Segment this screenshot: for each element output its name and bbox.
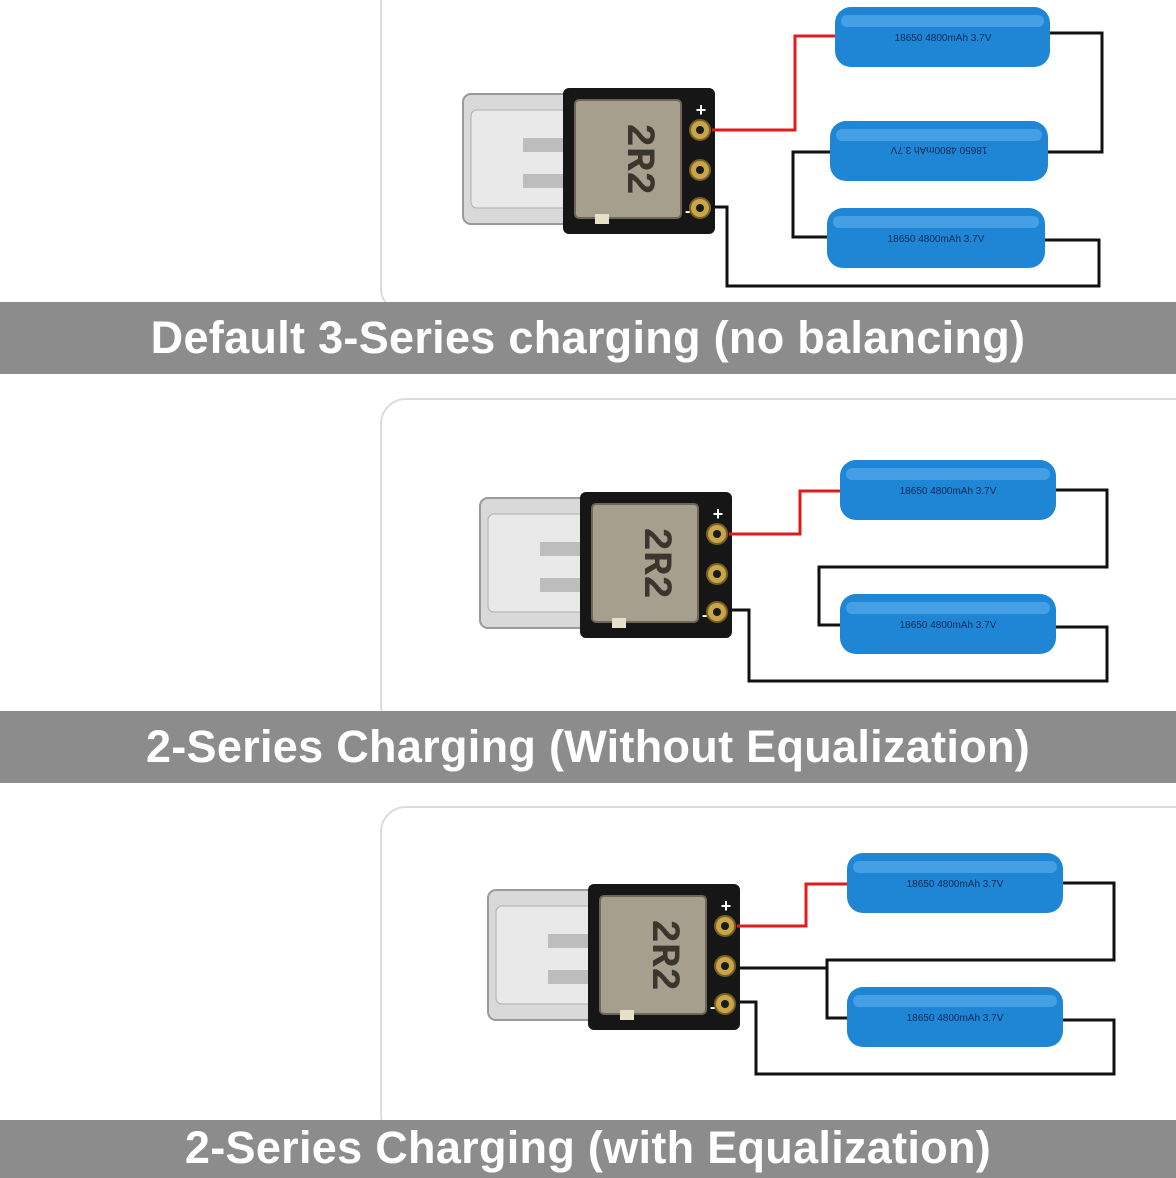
inductor-marking: 2R2 <box>632 527 677 599</box>
plus-terminal-label: + <box>696 100 707 120</box>
plus-terminal-label: + <box>713 504 724 524</box>
plus-terminal-label: + <box>721 896 732 916</box>
caption-text: 2-Series Charging (with Equalization) <box>184 1122 992 1173</box>
caption-banner-2: 2-Series Charging (Without Equalization) <box>0 711 1176 783</box>
battery-cell: 18650 4800mAh 3.7V <box>835 7 1050 67</box>
battery-cell: 18650 4800mAh 3.7V <box>830 121 1048 181</box>
battery-cell: 18650 4800mAh 3.7V <box>840 594 1056 654</box>
minus-terminal-label: - <box>685 203 690 220</box>
charger-module: 2R2 + - <box>487 884 740 1030</box>
battery-cell: 18650 4800mAh 3.7V <box>847 853 1063 913</box>
battery-cell: 18650 4800mAh 3.7V <box>827 208 1045 268</box>
svg-text:18650 4800mAh 3.7V: 18650 4800mAh 3.7V <box>888 234 985 245</box>
minus-terminal-label: - <box>710 999 715 1016</box>
caption-banner-3: 2-Series Charging (with Equalization) <box>0 1120 1176 1178</box>
caption-banner-1: Default 3-Series charging (no balancing) <box>0 302 1176 374</box>
battery-cell: 18650 4800mAh 3.7V <box>840 460 1056 520</box>
caption-text: Default 3-Series charging (no balancing) <box>150 312 1026 363</box>
charger-module: 2R2 + - <box>479 492 732 638</box>
negative-wire <box>737 1000 1116 1076</box>
series-wire <box>817 488 1109 627</box>
series-wire <box>1048 31 1104 154</box>
positive-wire <box>712 34 835 132</box>
svg-text:18650 4800mAh 3.7V: 18650 4800mAh 3.7V <box>890 144 987 155</box>
positive-wire <box>737 882 848 928</box>
negative-wire <box>712 205 1101 288</box>
charger-module: 2R2 + - <box>462 88 715 234</box>
positive-wire <box>729 489 841 536</box>
svg-text:18650 4800mAh 3.7V: 18650 4800mAh 3.7V <box>895 33 992 44</box>
svg-text:18650 4800mAh 3.7V: 18650 4800mAh 3.7V <box>907 879 1004 890</box>
battery-cell: 18650 4800mAh 3.7V <box>847 987 1063 1047</box>
series-wire <box>791 150 832 239</box>
series-wire <box>825 881 1116 1020</box>
svg-text:18650 4800mAh 3.7V: 18650 4800mAh 3.7V <box>907 1013 1004 1024</box>
inductor-marking: 2R2 <box>640 919 685 991</box>
svg-text:18650 4800mAh 3.7V: 18650 4800mAh 3.7V <box>900 620 997 631</box>
inductor-marking: 2R2 <box>615 123 660 195</box>
minus-terminal-label: - <box>702 607 707 624</box>
svg-text:18650 4800mAh 3.7V: 18650 4800mAh 3.7V <box>900 486 997 497</box>
caption-text: 2-Series Charging (Without Equalization) <box>145 721 1031 772</box>
negative-wire <box>729 608 1109 683</box>
